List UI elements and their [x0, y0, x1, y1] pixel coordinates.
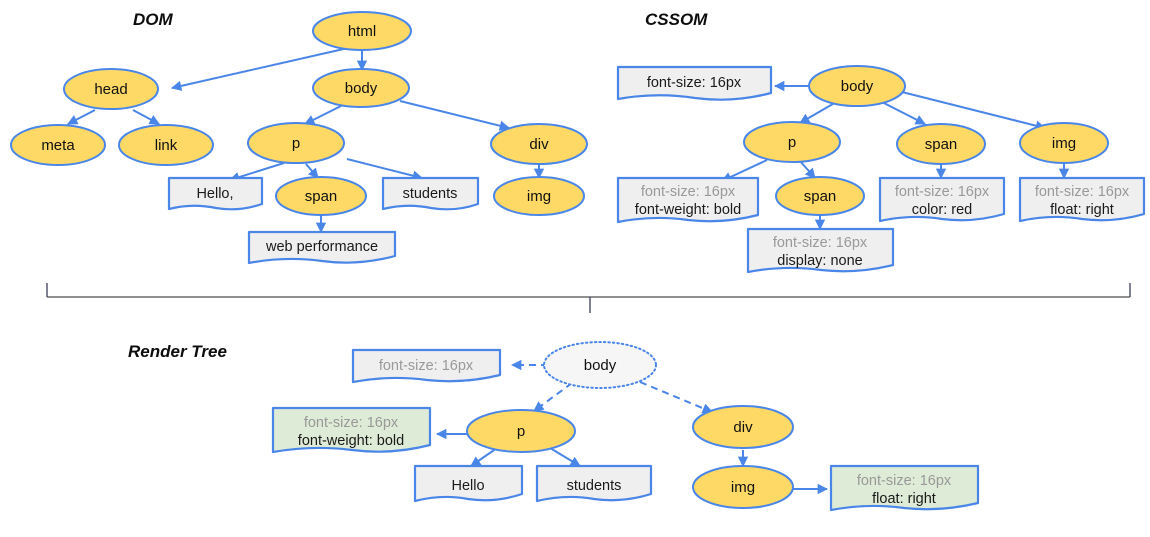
render-tree-node-p-label: p — [517, 423, 525, 440]
cssom-node-img[interactable]: img — [1019, 122, 1109, 164]
render-tree-rule-body-line1: font-size: 16px — [379, 358, 474, 374]
cssom-rule-span-child-line2: display: none — [777, 253, 862, 269]
dom-node-span[interactable]: span — [275, 176, 367, 216]
cssom-rule-body[interactable]: font-size: 16px — [616, 65, 773, 101]
render-tree-textnode-students[interactable]: students — [535, 464, 653, 503]
dom-node-html-label: html — [348, 23, 376, 40]
dom-textnode-students[interactable]: students — [381, 176, 480, 211]
dom-node-body-label: body — [345, 80, 378, 97]
cssom-rule-body-line1: font-size: 16px — [647, 75, 742, 91]
cssom-rule-span-child-line1: font-size: 16px — [773, 235, 868, 251]
cssom-rule-span-line2: color: red — [912, 202, 972, 218]
dom-textnode-hello-label: Hello, — [196, 186, 233, 202]
render-tree-rule-p[interactable]: font-size: 16px font-weight: bold — [271, 406, 432, 454]
edge-rt-p-students — [549, 447, 581, 467]
edge-cssom-body-span — [879, 100, 926, 125]
cssom-node-body[interactable]: body — [808, 65, 906, 107]
section-divider — [46, 283, 1131, 313]
cssom-node-img-label: img — [1052, 135, 1076, 152]
cssom-node-p[interactable]: p — [743, 121, 841, 163]
cssom-rule-span-line1: font-size: 16px — [895, 184, 990, 200]
render-tree-edges — [435, 359, 829, 495]
render-tree-node-img[interactable]: img — [692, 465, 794, 509]
edge-rt-p-hello — [470, 447, 498, 467]
edge-p-span — [305, 163, 319, 179]
cssom-rule-span-child[interactable]: font-size: 16px display: none — [746, 227, 895, 274]
dom-node-p-label: p — [292, 135, 300, 152]
dom-node-p[interactable]: p — [247, 122, 345, 164]
dom-node-link-label: link — [155, 137, 178, 154]
render-tree-section-title: Render Tree — [128, 342, 227, 361]
render-tree-rule-img-line1: font-size: 16px — [857, 473, 952, 489]
cssom-node-span-child-label: span — [804, 188, 837, 205]
render-tree-textnode-students-label: students — [567, 478, 622, 494]
dom-section-title: DOM — [133, 10, 174, 29]
dom-node-link[interactable]: link — [118, 124, 214, 166]
cssom-rule-img-line1: font-size: 16px — [1035, 184, 1130, 200]
render-tree-textnode-hello[interactable]: Hello — [413, 464, 524, 503]
edge-rt-body-div — [639, 381, 713, 414]
cssom-rule-span[interactable]: font-size: 16px color: red — [878, 176, 1006, 223]
dom-node-body[interactable]: body — [312, 68, 410, 108]
render-tree-rule-img[interactable]: font-size: 16px float: right — [829, 464, 980, 512]
dom-node-head[interactable]: head — [63, 68, 159, 110]
dom-node-div-label: div — [529, 136, 549, 153]
render-tree-node-body[interactable]: body — [543, 341, 657, 389]
edge-cssom-body-p — [799, 100, 839, 124]
cssom-rule-img-line2: float: right — [1050, 202, 1114, 218]
render-tree-rule-img-line2: float: right — [872, 491, 936, 507]
edge-head-link — [132, 109, 160, 125]
cssom-node-p-label: p — [788, 134, 796, 151]
dom-textnode-students-label: students — [403, 186, 458, 202]
render-tree-node-body-label: body — [584, 357, 617, 374]
cssom-rule-p[interactable]: font-size: 16px font-weight: bold — [616, 176, 760, 224]
edge-body-div — [399, 100, 511, 131]
edge-cssom-body-img — [901, 91, 1047, 131]
edge-cssom-p-span — [799, 160, 816, 179]
dom-node-meta[interactable]: meta — [10, 124, 106, 166]
edge-body-p — [304, 105, 342, 125]
dom-node-img[interactable]: img — [493, 176, 585, 216]
edge-head-meta — [67, 109, 96, 125]
cssom-node-span-child[interactable]: span — [775, 176, 865, 216]
render-tree-node-img-label: img — [731, 479, 755, 496]
cssom-edges — [721, 80, 1070, 231]
dom-textnode-web-performance[interactable]: web performance — [247, 230, 397, 265]
cssom-rule-img[interactable]: font-size: 16px float: right — [1018, 176, 1146, 223]
render-tree-rule-p-line1: font-size: 16px — [304, 415, 399, 431]
dom-node-html[interactable]: html — [312, 11, 412, 51]
render-tree-node-div[interactable]: div — [692, 405, 794, 449]
dom-node-div[interactable]: div — [490, 123, 588, 165]
dom-edges — [67, 47, 545, 234]
dom-textnode-web-performance-label: web performance — [265, 239, 378, 255]
render-tree-textnode-hello-label: Hello — [451, 478, 484, 494]
cssom-rule-p-line1: font-size: 16px — [641, 184, 736, 200]
dom-textnode-hello[interactable]: Hello, — [167, 176, 264, 211]
dom-node-span-label: span — [305, 188, 338, 205]
dom-node-img-label: img — [527, 188, 551, 205]
dom-node-head-label: head — [94, 81, 127, 98]
render-tree-rule-body[interactable]: font-size: 16px — [351, 348, 502, 384]
edge-p-students — [346, 158, 424, 181]
cssom-node-span[interactable]: span — [896, 123, 986, 165]
dom-node-meta-label: meta — [41, 137, 75, 154]
render-tree-node-p[interactable]: p — [466, 409, 576, 453]
cssom-node-span-label: span — [925, 136, 958, 153]
cssom-node-body-label: body — [841, 78, 874, 95]
cssom-rule-p-line2: font-weight: bold — [635, 202, 741, 218]
edge-html-head — [170, 47, 349, 91]
render-tree-node-div-label: div — [733, 419, 753, 436]
cssom-section-title: CSSOM — [645, 10, 708, 29]
render-tree-rule-p-line2: font-weight: bold — [298, 433, 404, 449]
edge-rt-body-p — [533, 382, 573, 412]
